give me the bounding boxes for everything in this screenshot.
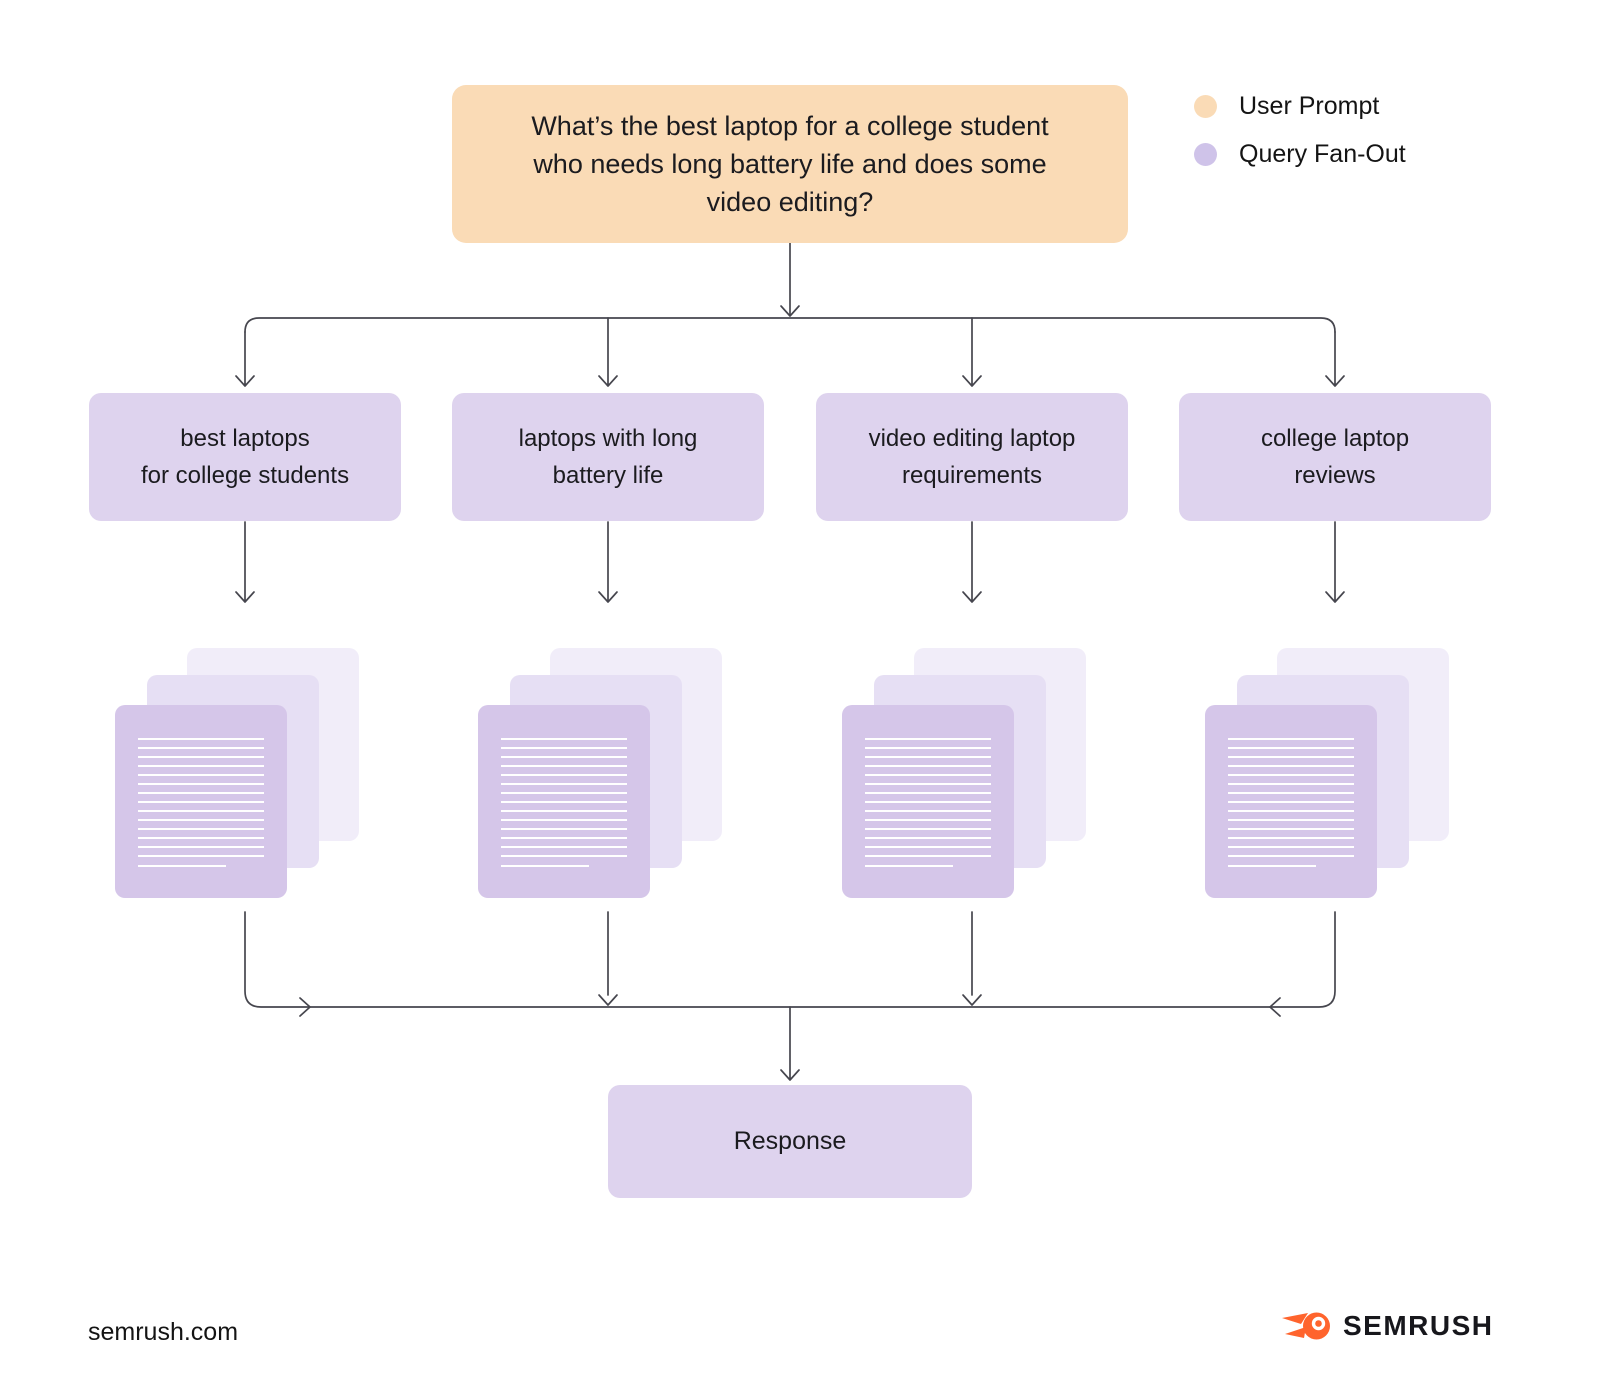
arrow-to-docs-3 (962, 521, 982, 603)
document-text-line-short (865, 865, 953, 867)
arrow-to-response (780, 1006, 800, 1081)
retrieved-docs-stack-3 (842, 648, 1086, 898)
arrowhead-down-icon (780, 305, 800, 317)
collector-bar (244, 911, 1336, 1008)
document-page-front (115, 705, 287, 898)
user-prompt-box: What’s the best laptop for a college stu… (452, 85, 1128, 243)
document-text-line-short (138, 865, 226, 867)
user-prompt-legend-dot-icon (1194, 95, 1217, 118)
arrow-to-docs-2 (598, 521, 618, 603)
arrow-from-docs-3 (962, 911, 982, 1006)
arrowhead-right-icon (299, 997, 311, 1017)
query-box-college-reviews: college laptop reviews (1179, 393, 1491, 521)
query-box-battery-life: laptops with long battery life (452, 393, 764, 521)
user-prompt-text: What’s the best laptop for a college stu… (531, 111, 1049, 217)
response-label: Response (733, 1127, 847, 1155)
semrush-logo-text: SEMRUSH (1343, 1310, 1494, 1341)
query-box-video-editing: video editing laptop requirements (816, 393, 1128, 521)
legend-label: Query Fan-Out (1239, 140, 1406, 168)
fanout-bar (244, 317, 1336, 333)
document-text-line-short (1228, 865, 1316, 867)
retrieved-docs-stack-1 (115, 648, 359, 898)
query-label: college laptop reviews (1260, 425, 1410, 489)
arrow-to-query-1 (235, 331, 255, 387)
retrieved-docs-stack-2 (478, 648, 722, 898)
arrow-to-query-4 (1325, 331, 1345, 387)
document-text-lines (138, 738, 264, 863)
legend: User Prompt Query Fan-Out (1194, 92, 1406, 169)
arrow-to-docs-1 (235, 521, 255, 603)
query-label: video editing laptop requirements (868, 425, 1076, 489)
query-label: best laptops for college students (140, 425, 350, 489)
document-page-front (1205, 705, 1377, 898)
query-box-best-laptops: best laptops for college students (89, 393, 401, 521)
arrowhead-left-icon (1269, 997, 1281, 1017)
response-box: Response (608, 1085, 972, 1198)
arrow-to-query-3 (962, 317, 982, 387)
document-text-lines (1228, 738, 1354, 863)
document-page-front (478, 705, 650, 898)
document-page-front (842, 705, 1014, 898)
document-text-lines (501, 738, 627, 863)
arrow-from-docs-2 (598, 911, 618, 1006)
legend-item-query-fanout: Query Fan-Out (1194, 140, 1406, 169)
footer-site-url: semrush.com (88, 1318, 239, 1346)
semrush-logo: SEMRUSH (1282, 1310, 1494, 1342)
legend-label: User Prompt (1239, 92, 1380, 120)
retrieved-docs-stack-4 (1205, 648, 1449, 898)
arrow-to-query-2 (598, 317, 618, 387)
semrush-logo-icon (1282, 1312, 1330, 1340)
query-fanout-legend-dot-icon (1194, 143, 1217, 166)
document-text-lines (865, 738, 991, 863)
query-label: laptops with long battery life (518, 425, 698, 489)
document-text-line-short (501, 865, 589, 867)
arrow-to-docs-4 (1325, 521, 1345, 603)
legend-item-user-prompt: User Prompt (1194, 92, 1406, 121)
